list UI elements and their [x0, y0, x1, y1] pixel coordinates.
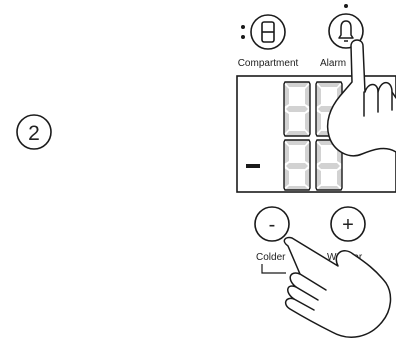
minus-symbol: - — [269, 214, 276, 236]
plus-symbol: + — [342, 214, 354, 236]
alarm-indicator-dot — [344, 4, 348, 8]
alarm-button[interactable] — [328, 4, 364, 49]
pointing-hand-icon — [326, 39, 396, 157]
pointing-hand-icon — [283, 236, 392, 338]
compartment-button[interactable] — [241, 14, 286, 50]
warmer-button[interactable]: + — [330, 206, 366, 242]
step-number: 2 — [28, 122, 40, 145]
bell-icon — [338, 20, 354, 39]
bottom-digits — [283, 139, 343, 191]
colder-button[interactable]: - — [254, 206, 290, 242]
hold-bracket — [261, 264, 286, 274]
step-indicator: 2 — [16, 114, 52, 150]
minus-sign — [246, 164, 260, 168]
compartment-icon — [261, 21, 275, 43]
colder-label: Colder — [256, 252, 286, 263]
compartment-indicator-dot — [241, 25, 245, 29]
compartment-label: Compartment — [238, 58, 299, 69]
compartment-indicator-dot — [241, 35, 245, 39]
digit — [283, 139, 311, 191]
digit — [283, 81, 311, 137]
alarm-label: Alarm — [320, 58, 346, 69]
